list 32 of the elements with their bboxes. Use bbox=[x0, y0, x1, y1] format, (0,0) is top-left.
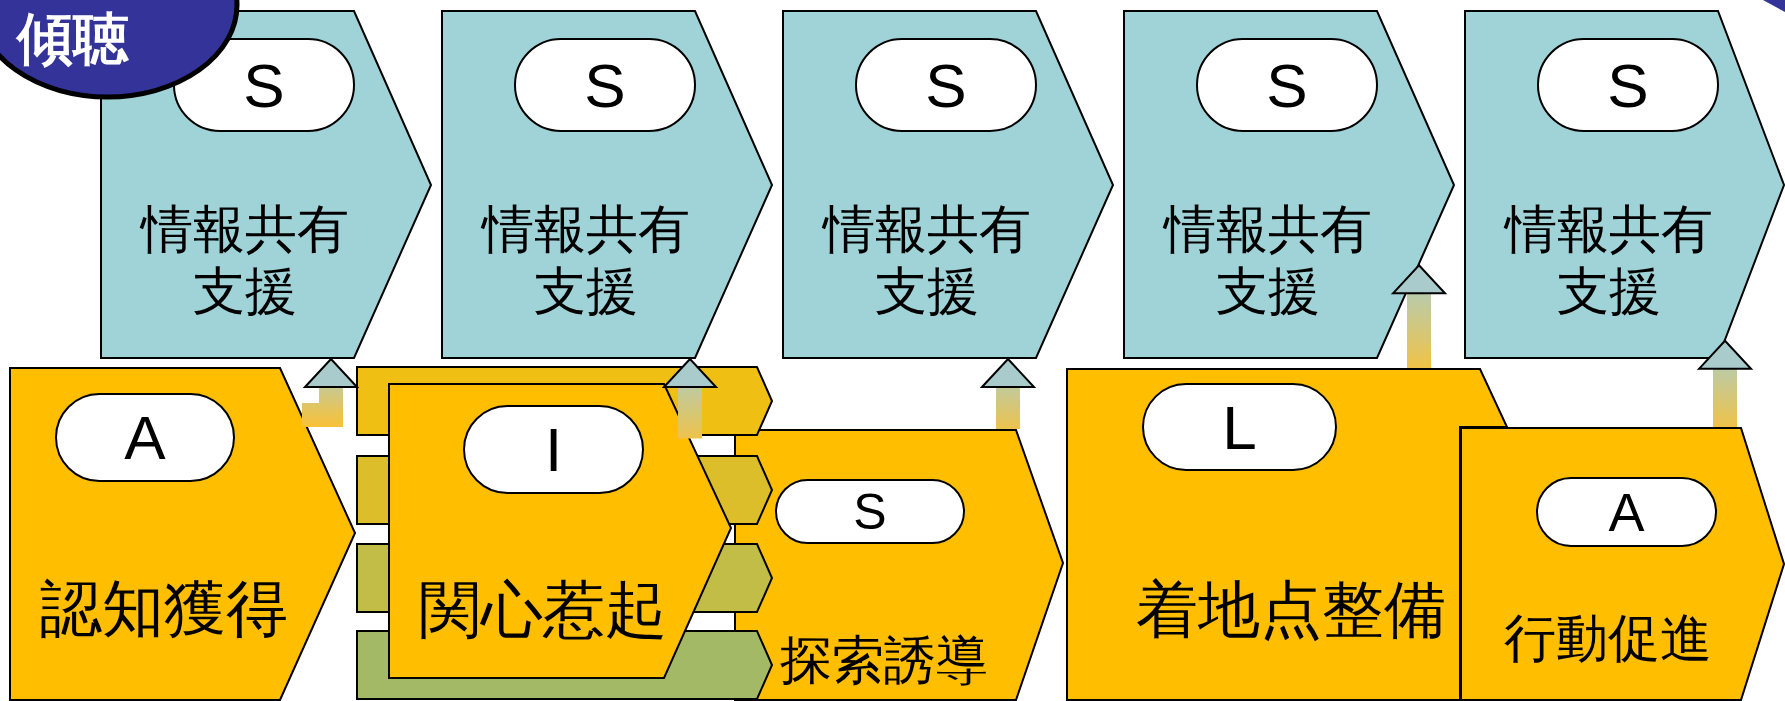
box-label: 着地点整備 bbox=[1136, 573, 1446, 648]
chevron-box bbox=[388, 383, 732, 679]
chevron-box bbox=[782, 10, 1114, 359]
chevron-box bbox=[9, 367, 356, 701]
pill-label: L bbox=[1142, 383, 1337, 471]
block-arrow bbox=[1698, 339, 1752, 427]
block-arrow bbox=[1392, 264, 1446, 368]
pill-label: S bbox=[1196, 38, 1378, 132]
box-label: 関心惹起 bbox=[419, 573, 667, 648]
block-arrow bbox=[302, 358, 358, 427]
block-arrow bbox=[981, 358, 1035, 429]
badge-label: 傾聴 bbox=[17, 5, 129, 73]
pill-label: S bbox=[855, 38, 1037, 132]
chevron-box bbox=[1464, 10, 1785, 359]
pill-label: A bbox=[1536, 477, 1717, 547]
block-arrow bbox=[663, 358, 717, 439]
box-label: 情報共有支援 bbox=[138, 198, 350, 323]
pill-label: S bbox=[775, 479, 965, 544]
pill-label: A bbox=[55, 393, 235, 482]
box-label: 認知獲得 bbox=[40, 572, 288, 647]
chevron-box bbox=[1123, 10, 1455, 359]
box-label: 情報共有支援 bbox=[1161, 198, 1373, 323]
box-label: 行動促進 bbox=[1504, 607, 1712, 670]
chevron-box bbox=[441, 10, 773, 359]
chevron-box bbox=[734, 429, 1064, 701]
box-label: 情報共有支援 bbox=[479, 198, 691, 323]
box-label: 情報共有支援 bbox=[820, 198, 1032, 323]
pill-label: S bbox=[1537, 38, 1719, 132]
box-label: 探索誘導 bbox=[780, 629, 988, 692]
box-label: 情報共有支援 bbox=[1502, 198, 1714, 323]
chevron-box bbox=[1460, 427, 1785, 701]
pill-label: S bbox=[514, 38, 696, 132]
